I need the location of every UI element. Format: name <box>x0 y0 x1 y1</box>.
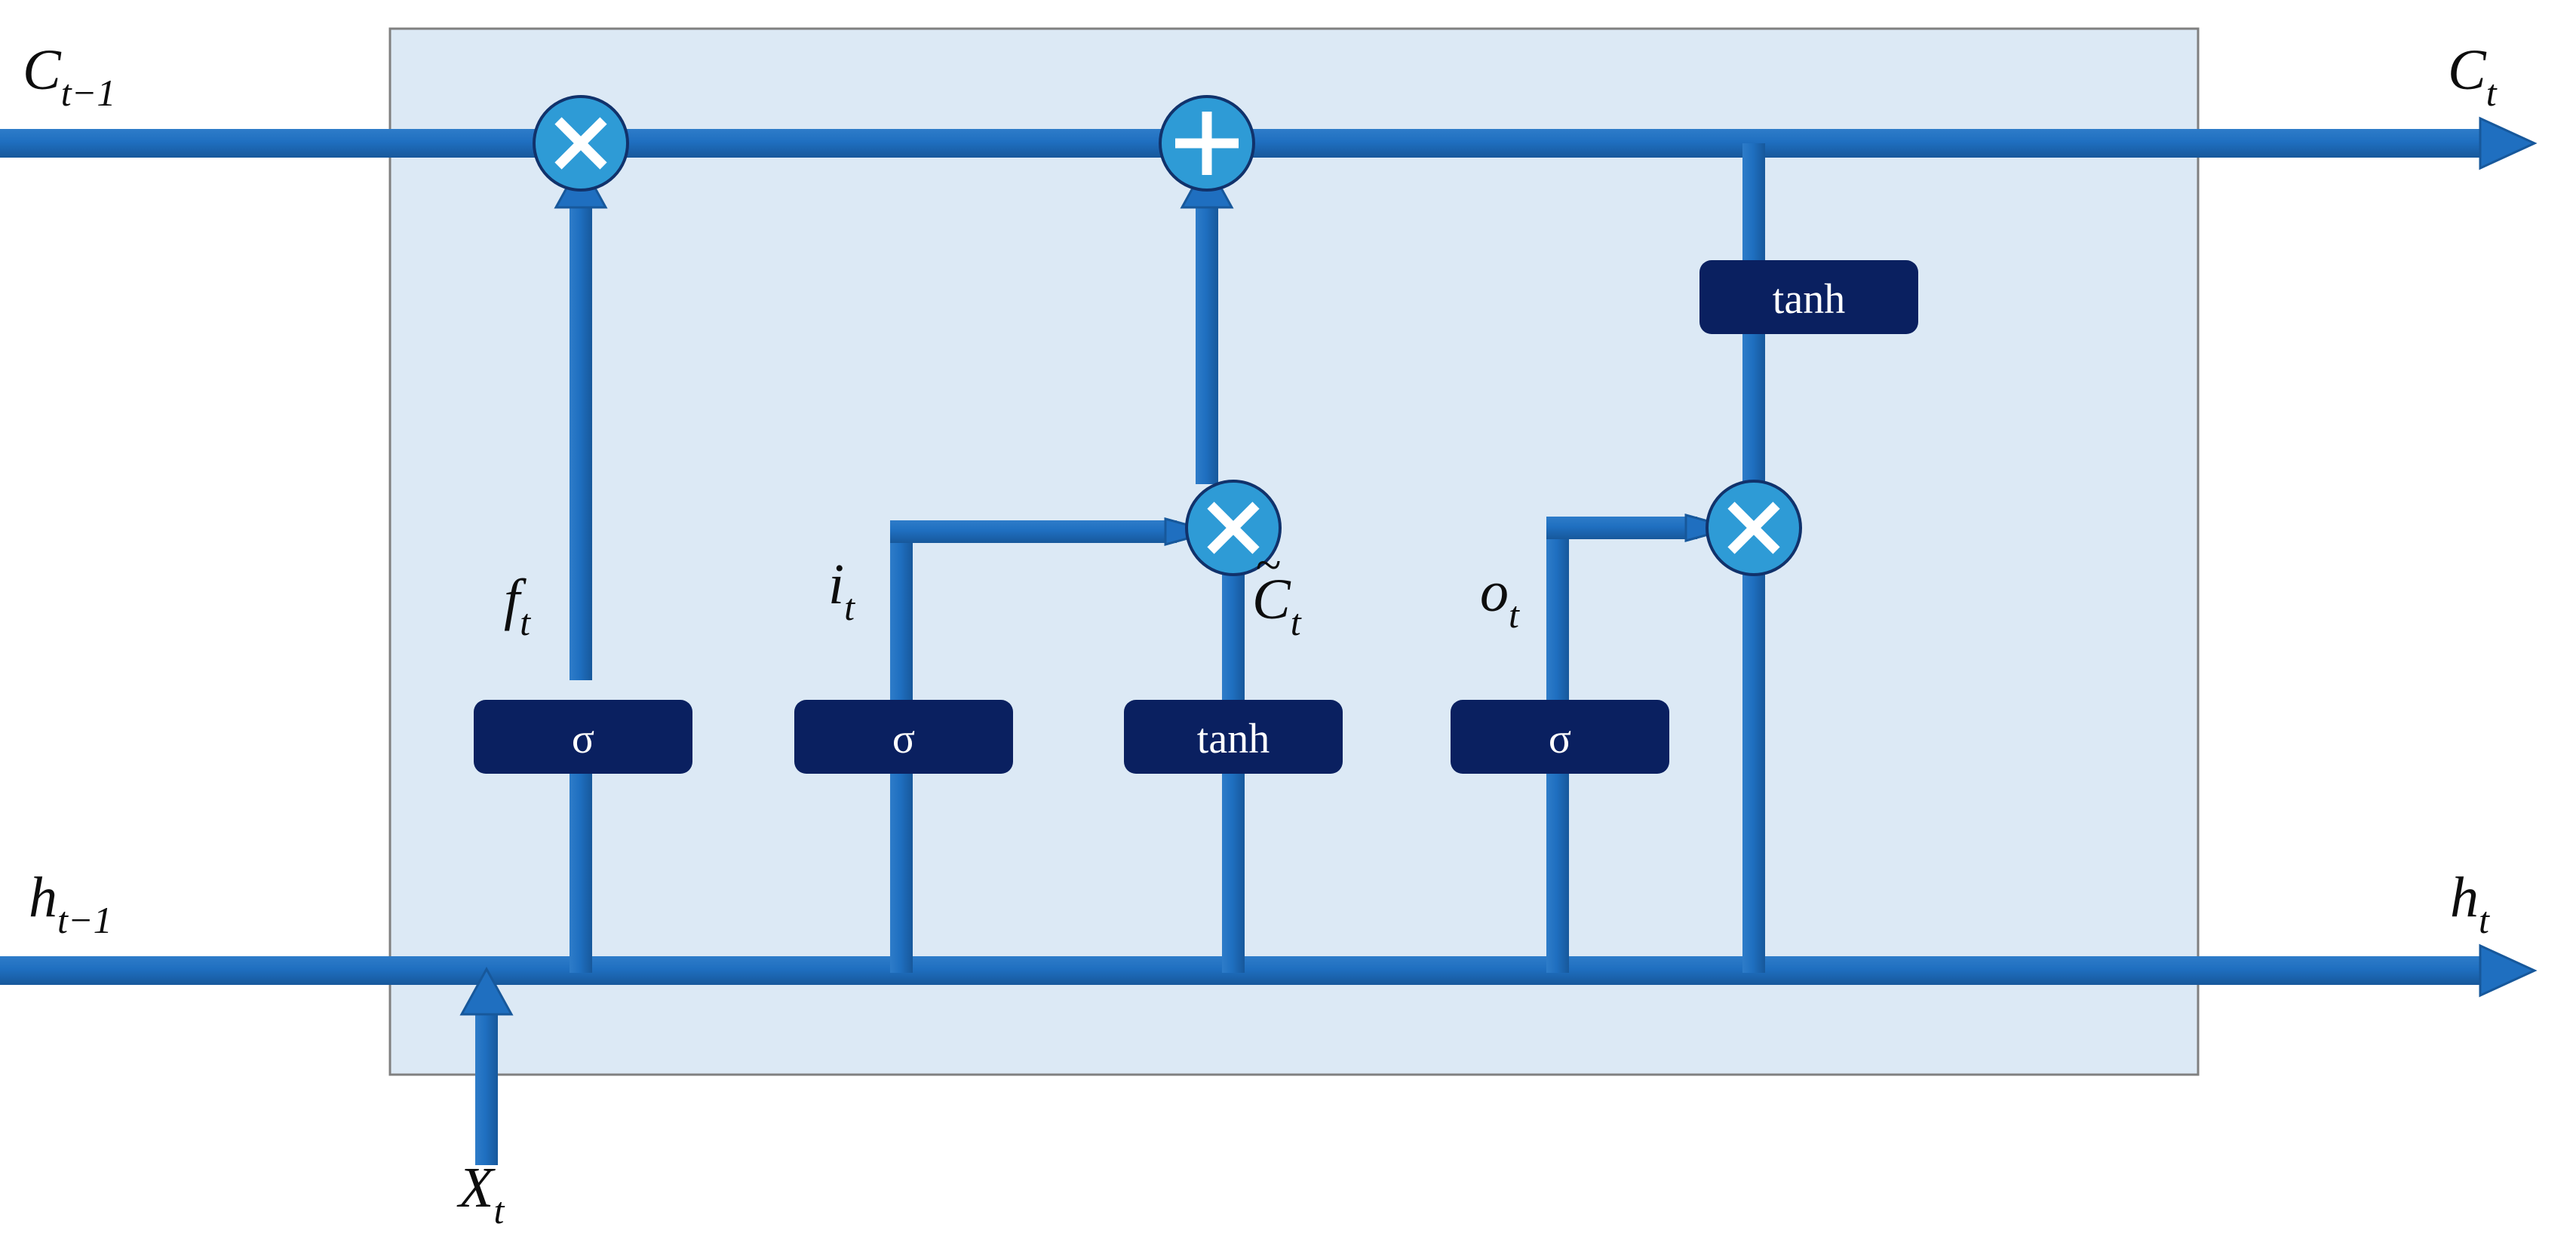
multiply-icon <box>554 117 607 170</box>
operator-input-multiply[interactable] <box>1185 480 1282 576</box>
svg-text:Xt: Xt <box>456 1156 505 1231</box>
label-output-gate: ot <box>1480 560 1520 636</box>
label-input-gate-base: i <box>828 553 844 616</box>
label-hidden-state-in-subscript: t−1 <box>57 899 112 941</box>
activation-forget-sigmoid[interactable]: σ <box>474 700 692 774</box>
output-to-hidden-path <box>1742 562 1765 973</box>
svg-text:Ct: Ct <box>2448 38 2498 114</box>
label-hidden-state-out: ht <box>2450 866 2490 941</box>
activation-output-sigmoid-label: σ <box>1549 716 1571 762</box>
label-candidate-accent: ~ <box>1255 540 1281 591</box>
multiply-icon <box>1727 501 1780 554</box>
label-input-xt-subscript: t <box>493 1189 505 1231</box>
svg-text:it: it <box>828 553 855 628</box>
candidate-path <box>1222 572 1245 973</box>
svg-text:Ct−1: Ct−1 <box>23 38 115 114</box>
label-cell-state-out: Ct <box>2448 38 2498 114</box>
cellstate-tap-path <box>1742 143 1765 498</box>
label-cell-state-in: Ct−1 <box>23 38 115 114</box>
label-hidden-state-out-base: h <box>2450 866 2479 929</box>
input-gate-path <box>890 517 1217 973</box>
label-cell-state-out-base: C <box>2448 38 2487 102</box>
label-input-gate: it <box>828 553 855 628</box>
activation-input-sigmoid[interactable]: σ <box>794 700 1013 774</box>
label-cell-state-in-base: C <box>23 38 62 102</box>
multiply-icon <box>1207 501 1260 554</box>
label-input-gate-subscript: t <box>844 586 855 628</box>
svg-text:ot: ot <box>1480 560 1520 636</box>
label-cell-state-in-subscript: t−1 <box>61 72 116 114</box>
operator-forget-multiply[interactable] <box>533 95 629 192</box>
activation-candidate-tanh-label: tanh <box>1197 716 1270 762</box>
activation-candidate-tanh[interactable]: tanh <box>1124 700 1343 774</box>
label-hidden-state-in-base: h <box>29 866 57 929</box>
label-candidate-cell-subscript: t <box>1291 601 1302 643</box>
label-candidate-cell-base: C <box>1252 568 1291 631</box>
label-hidden-state-out-subscript: t <box>2479 899 2490 941</box>
label-output-gate-base: o <box>1480 560 1509 624</box>
label-input-xt-base: X <box>456 1156 496 1219</box>
activation-cellstate-tanh-label: tanh <box>1773 276 1845 323</box>
svg-text:Ct: Ct <box>1252 568 1302 643</box>
label-cell-state-out-subscript: t <box>2486 72 2498 114</box>
activation-cellstate-tanh[interactable]: tanh <box>1699 260 1918 334</box>
svg-text:ht: ht <box>2450 866 2490 941</box>
activation-output-sigmoid[interactable]: σ <box>1451 700 1669 774</box>
output-gate-path <box>1546 514 1737 973</box>
operator-state-add[interactable] <box>1159 95 1255 192</box>
activation-forget-sigmoid-label: σ <box>572 716 594 762</box>
activation-input-sigmoid-label: σ <box>892 716 915 762</box>
label-forget-gate-subscript: t <box>520 601 531 643</box>
input-xt-arrow <box>459 966 514 1165</box>
label-hidden-state-in: ht−1 <box>29 866 112 941</box>
operator-output-multiply[interactable] <box>1706 480 1802 576</box>
label-input-xt: Xt <box>456 1156 505 1231</box>
label-candidate-cell: ~ Ct <box>1252 540 1302 643</box>
label-output-gate-subscript: t <box>1509 593 1520 636</box>
lstm-cell-panel <box>388 27 2200 1076</box>
svg-text:ht−1: ht−1 <box>29 866 112 941</box>
plus-icon <box>1175 112 1239 175</box>
forget-gate-path <box>554 159 608 973</box>
